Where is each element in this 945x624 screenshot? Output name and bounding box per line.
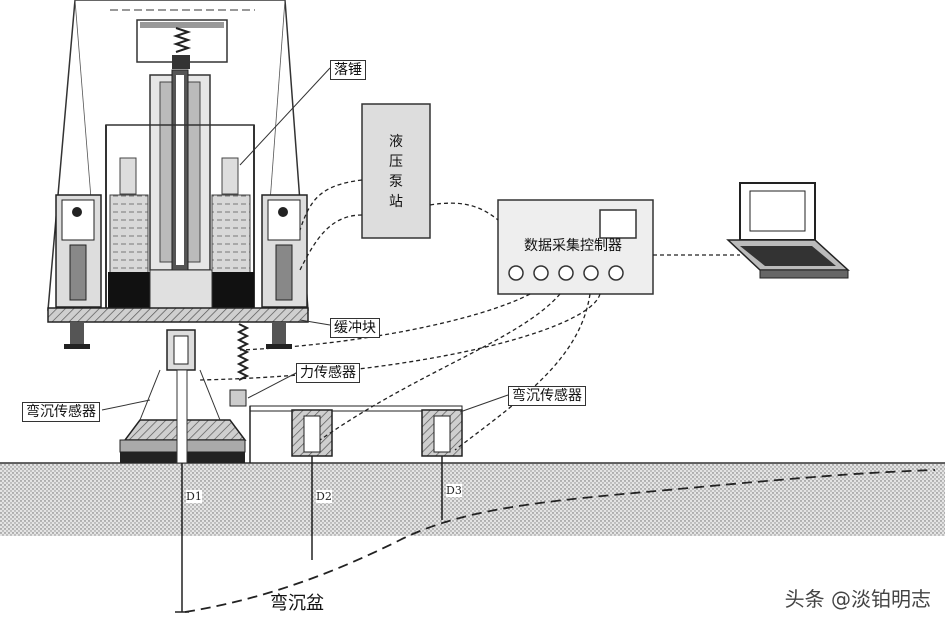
label-falling-hammer: 落锤 — [330, 60, 366, 80]
deflection-basin-curve — [184, 469, 936, 613]
label-d2: D2 — [316, 490, 332, 503]
hydraulic-cylinder-right — [261, 194, 308, 308]
label-buffer: 缓冲块 — [330, 318, 380, 338]
rubber-block-right — [212, 272, 254, 308]
rubber-block-left — [108, 272, 150, 308]
deflection-sensor-3 — [421, 409, 463, 520]
hydraulic-cylinder-left — [55, 194, 102, 308]
watermark: 头条 @淡铂明志 — [784, 587, 931, 611]
label-d1: D1 — [186, 490, 202, 503]
ground-layer — [0, 463, 945, 536]
label-deflection-basin: 弯沉盆 — [270, 593, 324, 614]
left-weight — [109, 194, 149, 276]
laptop-icon — [726, 182, 850, 279]
controller-box — [497, 199, 654, 295]
label-deflection-sensor-left: 弯沉传感器 — [22, 402, 100, 422]
label-d3: D3 — [446, 484, 462, 497]
drop-hammer — [149, 69, 211, 271]
label-hydraulic-pump: 液压泵站 — [389, 134, 403, 210]
right-weight — [211, 194, 251, 276]
label-force-sensor: 力传感器 — [296, 363, 360, 383]
hydraulic-pump-box — [361, 103, 431, 239]
deflection-sensor-2 — [291, 409, 333, 560]
label-controller: 数据采集控制器 — [524, 238, 622, 254]
label-deflection-sensor-right: 弯沉传感器 — [508, 386, 586, 406]
base-plate — [47, 307, 309, 323]
cables — [199, 179, 740, 451]
